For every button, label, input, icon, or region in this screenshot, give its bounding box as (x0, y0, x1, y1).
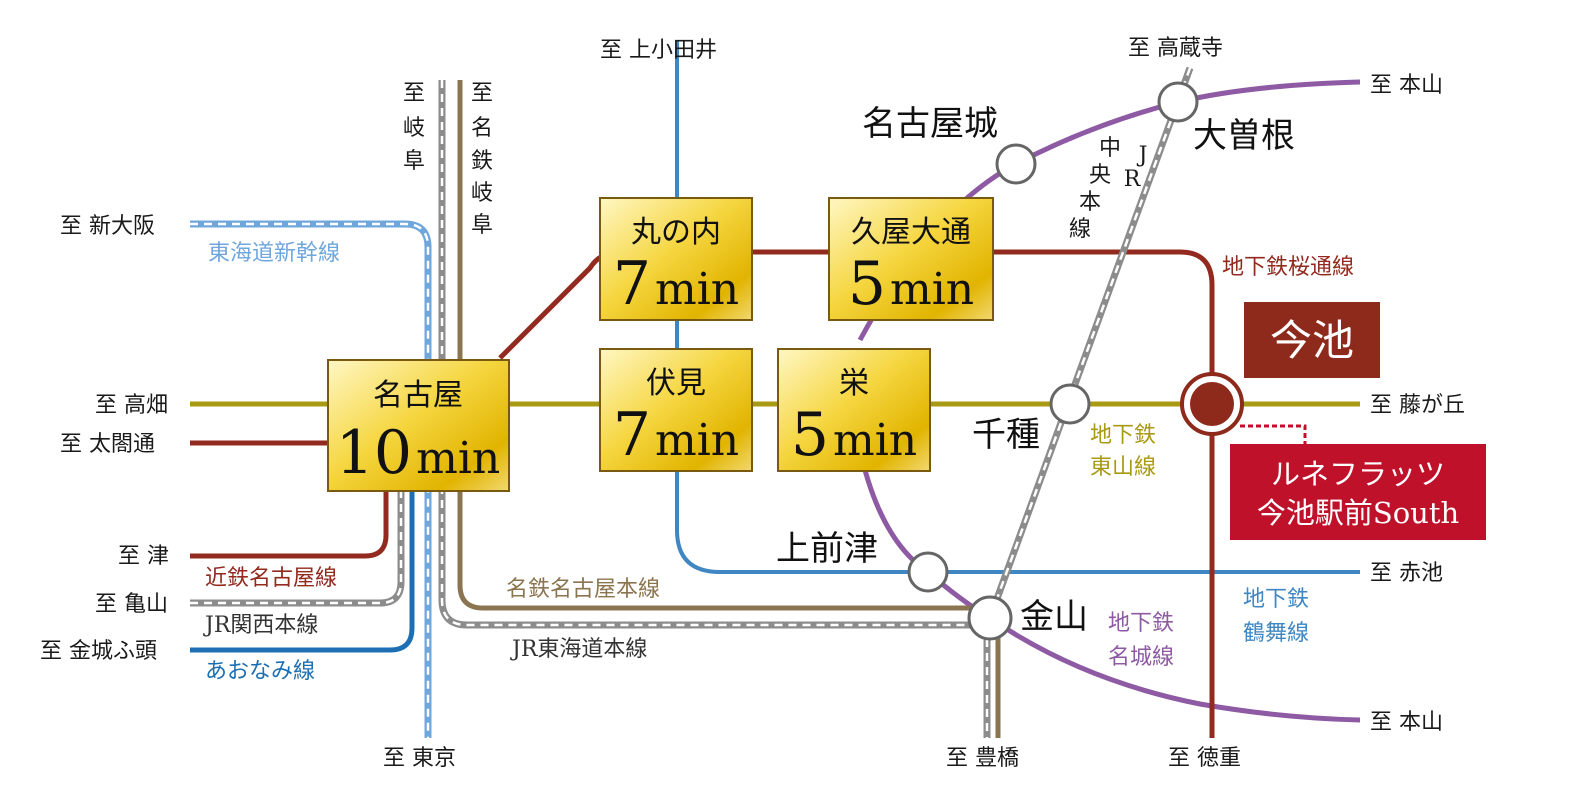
nagoyajo-label: 名古屋城 (862, 104, 998, 144)
sakae-name: 栄 (839, 366, 869, 401)
ozone-station-marker (1157, 81, 1199, 123)
dir-gifu: 至 岐 阜 (403, 81, 425, 174)
dir-kamiotai: 至 上小田井 (600, 38, 717, 63)
property-connector (1240, 424, 1307, 444)
svg-text:阜: 阜 (471, 213, 493, 238)
kintetsu-line (190, 492, 389, 559)
svg-text:岐: 岐 (403, 116, 425, 141)
label-aonami: あおなみ線 (205, 659, 315, 684)
svg-text:R: R (1124, 167, 1142, 192)
dir-fujigaoka: 至 藤が丘 (1370, 393, 1465, 418)
sakura-dori-line (190, 249, 1215, 738)
sakae-minutes: 5 (791, 400, 829, 470)
svg-text:10min: 10min (336, 418, 501, 488)
property-name-line1: ルネフラッツ (1271, 457, 1445, 491)
svg-text:至: 至 (403, 81, 425, 106)
svg-text:阜: 阜 (403, 149, 425, 174)
svg-text:鉄: 鉄 (471, 149, 493, 174)
imaike-station-marker (1180, 372, 1244, 436)
dir-motoyama-bottom: 至 本山 (1370, 710, 1443, 735)
svg-text:7min: 7min (613, 400, 739, 470)
label-meijo-1: 地下鉄 (1108, 611, 1174, 636)
fushimi-time-box: 伏見 7min (599, 348, 753, 472)
marunouchi-name: 丸の内 (631, 215, 721, 250)
label-tsurumai-2: 鶴舞線 (1243, 621, 1309, 646)
kamimaezu-station-marker (907, 551, 949, 593)
svg-text:至: 至 (471, 81, 493, 106)
fushimi-unit: min (655, 415, 739, 466)
fushimi-name: 伏見 (646, 366, 706, 401)
meijo-line-lower (857, 449, 1361, 723)
kanayama-station-marker (967, 595, 1013, 641)
dir-kameyama: 至 亀山 (95, 592, 168, 617)
label-meitetsu: 名鉄名古屋本線 (506, 577, 660, 602)
aonami-line (190, 492, 415, 653)
label-kintetsu: 近鉄名古屋線 (205, 566, 337, 591)
svg-text:央: 央 (1089, 163, 1111, 188)
property-label-box: ルネフラッツ 今池駅前South (1230, 444, 1486, 540)
dir-meitetsu-gifu: 至 名 鉄 岐 阜 (471, 81, 493, 238)
sakae-time-box: 栄 5min (777, 348, 931, 472)
dir-tokyo: 至 東京 (383, 746, 456, 771)
label-jr-chuo: J R 中 央 本 線 (1069, 136, 1147, 242)
label-shinkansen: 東海道新幹線 (208, 241, 340, 266)
hisaya-odori-time-box: 久屋大通 5min (828, 197, 994, 321)
ozone-label: 大曽根 (1193, 116, 1295, 156)
svg-text:線: 線 (1069, 217, 1091, 242)
label-jr-tokaido: JR東海道本線 (510, 637, 647, 662)
dir-toyohashi: 至 豊橋 (946, 746, 1019, 771)
dir-taikodori: 至 太閤通 (60, 432, 155, 457)
kanayama-label: 金山 (1020, 597, 1088, 637)
svg-text:J: J (1137, 143, 1148, 168)
label-meijo-2: 名城線 (1108, 645, 1174, 670)
svg-text:本: 本 (1079, 190, 1101, 215)
fushimi-minutes: 7 (613, 400, 651, 470)
kamimaezu-label: 上前津 (776, 529, 878, 569)
dir-akaike: 至 赤池 (1370, 561, 1443, 586)
imaike-label: 今池 (1270, 316, 1354, 365)
svg-text:7min: 7min (613, 249, 739, 319)
hisaya-odori-unit: min (890, 264, 974, 315)
label-tsurumai-1: 地下鉄 (1243, 587, 1309, 612)
jr-tokaido-line (438, 80, 991, 738)
svg-text:中: 中 (1099, 136, 1121, 161)
dir-kinjofuto: 至 金城ふ頭 (40, 639, 157, 664)
nagoyajo-station-marker (995, 143, 1037, 185)
label-higashiyama-1: 地下鉄 (1090, 423, 1156, 448)
nagoya-unit: min (416, 433, 500, 484)
marunouchi-minutes: 7 (613, 249, 651, 319)
label-sakura-dori: 地下鉄桜通線 (1222, 255, 1354, 280)
jr-chuo-line (986, 66, 1194, 620)
label-higashiyama-2: 東山線 (1090, 455, 1156, 480)
dir-motoyama-top: 至 本山 (1370, 73, 1443, 98)
shinkansen-line (190, 220, 432, 738)
property-name-line2: 今池駅前South (1257, 496, 1459, 530)
dir-tsu: 至 津 (118, 544, 169, 569)
chikusa-station-marker (1049, 383, 1091, 425)
marunouchi-time-box: 丸の内 7min (599, 197, 753, 321)
imaike-label-box: 今池 (1244, 302, 1380, 378)
label-jr-kansai: JR関西本線 (203, 613, 318, 638)
chikusa-label: 千種 (972, 415, 1040, 455)
dir-takakuraji: 至 高蔵寺 (1128, 36, 1223, 61)
dir-tokushige: 至 徳重 (1168, 746, 1241, 771)
svg-text:5min: 5min (848, 249, 974, 319)
nagoya-time-box: 名古屋 10min (327, 359, 510, 492)
dir-takabata: 至 高畑 (95, 393, 168, 418)
dir-shinosaka: 至 新大阪 (60, 214, 155, 239)
jr-kansai-line (190, 492, 405, 607)
svg-text:岐: 岐 (471, 181, 493, 206)
tsurumai-line (675, 40, 1360, 574)
svg-text:5min: 5min (791, 400, 917, 470)
marunouchi-unit: min (655, 264, 739, 315)
nagoya-minutes: 10 (336, 418, 412, 488)
hisaya-odori-minutes: 5 (848, 249, 886, 319)
svg-text:名: 名 (471, 116, 493, 141)
sakae-unit: min (833, 415, 917, 466)
nagoya-name: 名古屋 (373, 378, 463, 413)
hisaya-odori-name: 久屋大通 (851, 215, 971, 250)
